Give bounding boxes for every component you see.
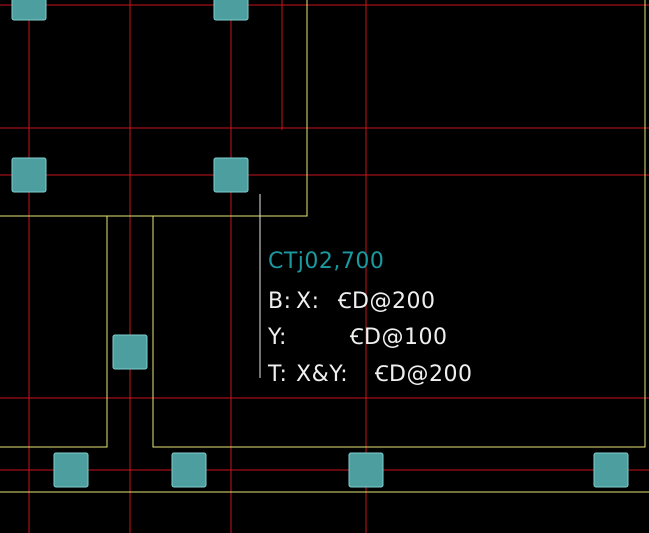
x-rebar-value: ꞒD@200 <box>337 289 435 314</box>
outline-upper <box>0 0 308 217</box>
x-label: X: <box>296 289 319 314</box>
column-a2[interactable] <box>213 0 249 21</box>
bottom-label: B: <box>268 289 292 314</box>
outline-left <box>0 216 108 448</box>
column-d3[interactable] <box>348 452 384 488</box>
foundation-tag: CTj02,700 <box>268 249 384 274</box>
column-b2[interactable] <box>213 157 249 193</box>
column-d1[interactable] <box>53 452 89 488</box>
column-d4[interactable] <box>593 452 629 488</box>
column-c1[interactable] <box>112 334 148 370</box>
y-label: Y: <box>267 325 287 350</box>
foundation-outlines <box>0 0 649 493</box>
green-lines <box>28 490 367 533</box>
outline-right <box>152 0 646 448</box>
top-label: T: <box>267 362 287 387</box>
reinforcement-annotation[interactable]: CTj02,700 B: X: ꞒD@200 Y: ꞒD@100 T: X&Y:… <box>267 249 472 387</box>
xy-rebar-value: ꞒD@200 <box>374 362 472 387</box>
column-a1[interactable] <box>11 0 47 21</box>
columns <box>11 0 629 488</box>
xy-label: X&Y: <box>296 362 348 387</box>
column-b1[interactable] <box>11 157 47 193</box>
y-rebar-value: ꞒD@100 <box>349 325 447 350</box>
column-d2[interactable] <box>171 452 207 488</box>
